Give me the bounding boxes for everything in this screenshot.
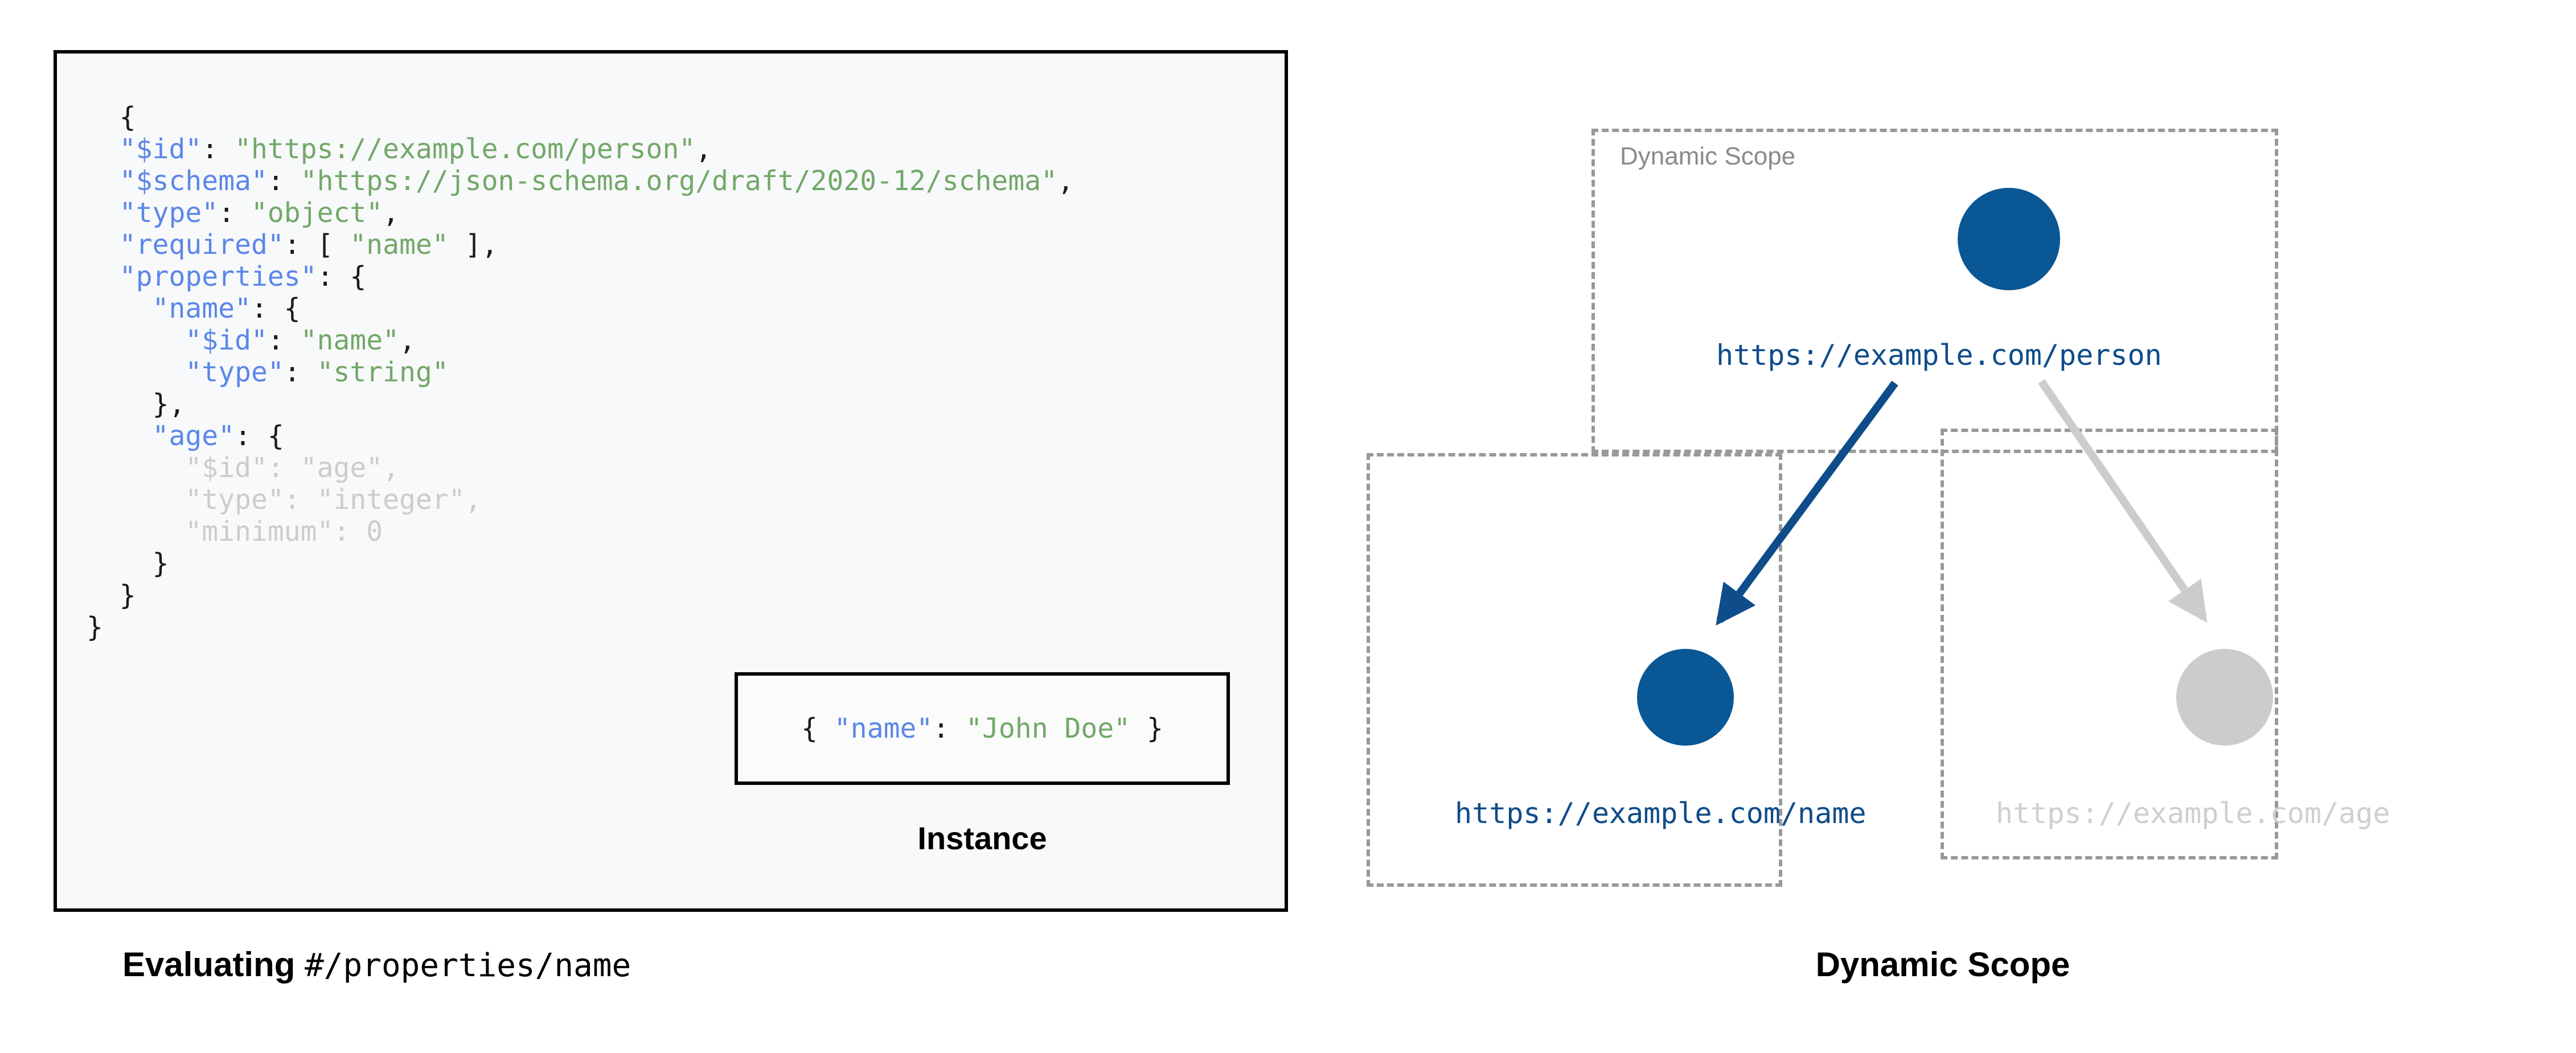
node-label-age: https://example.com/age bbox=[1996, 797, 2390, 830]
node-label-person: https://example.com/person bbox=[1716, 339, 2162, 372]
node-circle-person bbox=[1958, 188, 2060, 290]
node-circle-name bbox=[1637, 649, 1734, 746]
evaluating-caption: Evaluating #/properties/name bbox=[122, 945, 631, 984]
evaluating-caption-pointer: #/properties/name bbox=[305, 947, 631, 984]
schema-panel: { "$id": "https://example.com/person", "… bbox=[54, 50, 1288, 984]
node-label-name: https://example.com/name bbox=[1455, 797, 1867, 830]
instance-code: { "name": "John Doe" } bbox=[801, 713, 1163, 744]
node-circle-age bbox=[2176, 649, 2273, 746]
dynamic-scope-caption: Dynamic Scope bbox=[1815, 945, 2070, 984]
scope-box-age bbox=[1941, 429, 2278, 859]
scope-box-person bbox=[1591, 129, 2278, 453]
scope-box-name bbox=[1367, 453, 1782, 887]
dynamic-scope-panel: Dynamic Scope https://example.com/person… bbox=[1310, 0, 2576, 1053]
schema-code-listing: { "$id": "https://example.com/person", "… bbox=[87, 101, 1074, 643]
scope-box-label: Dynamic Scope bbox=[1620, 142, 1796, 170]
instance-box: { "name": "John Doe" } bbox=[735, 672, 1230, 785]
schema-code-box: { "$id": "https://example.com/person", "… bbox=[54, 50, 1288, 912]
evaluating-caption-bold: Evaluating bbox=[122, 945, 305, 984]
instance-label: Instance bbox=[917, 820, 1047, 856]
